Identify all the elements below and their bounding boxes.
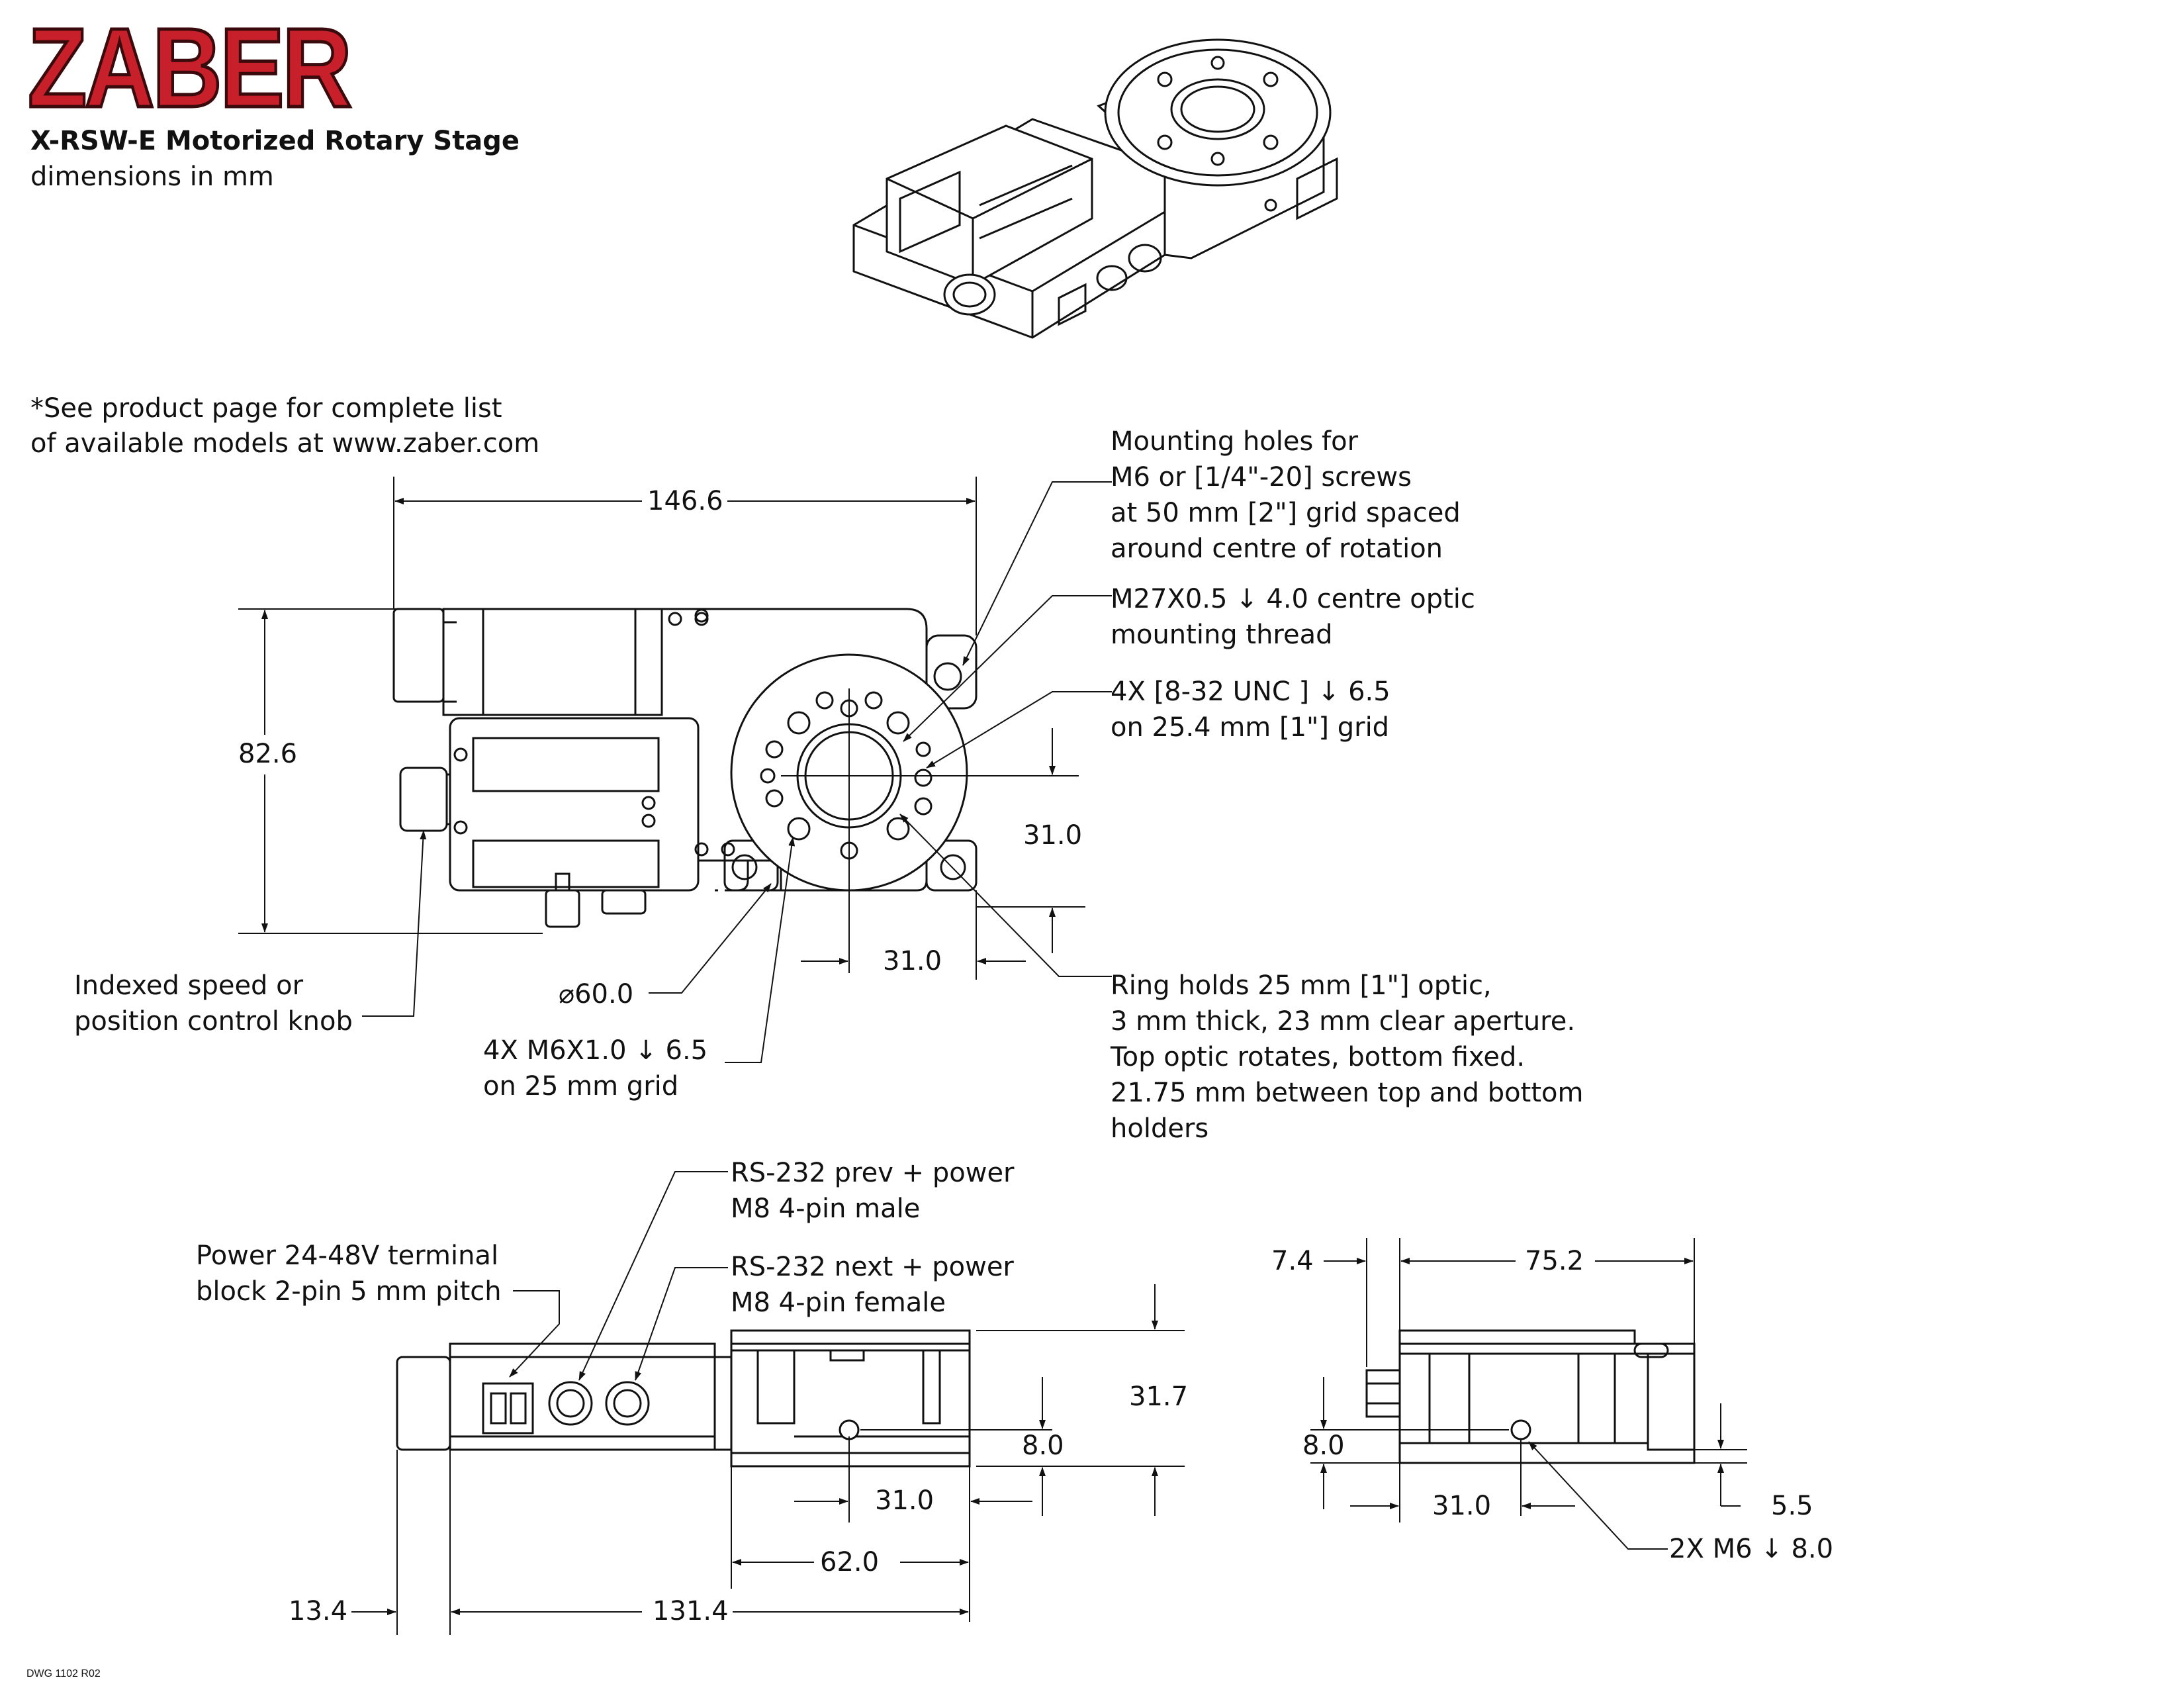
models-note-line2: of available models at www.zaber.com [30,428,540,459]
dim-front-knob: 13.4 [285,1597,352,1626]
dim-side-bottom: 5.5 [1767,1491,1817,1521]
dim-side-offset: 7.4 [1267,1246,1318,1276]
drawing-number: DWG 1102 R02 [26,1668,101,1679]
dim-front-body: 131.4 [649,1597,733,1626]
dim-width-146: 146.6 [643,487,727,516]
models-note-line1: *See product page for complete list [30,393,502,424]
dim-side-width: 75.2 [1521,1246,1588,1276]
dim-side-hole-height: 8.0 [1298,1431,1349,1460]
dim-diameter-value: 60.0 [574,979,634,1009]
dim-front-height: 31.7 [1125,1382,1193,1411]
dim-height-82: 82.6 [234,739,302,769]
front-view [351,1171,1185,1635]
isometric-view [852,38,1338,339]
dim-front-stage-width: 62.0 [816,1548,884,1577]
zaber-logo: ZABER [26,5,353,131]
callout-side-m6-hole: 2X M6 ↓ 8.0 [1669,1534,1834,1564]
units-note: dimensions in mm [30,162,274,192]
dim-front-hole-x: 31.0 [871,1486,938,1515]
dim-front-hole-height: 8.0 [1018,1431,1068,1460]
side-view [1310,1238,1747,1550]
page-title: X-RSW-E Motorized Rotary Stage [30,126,520,156]
dim-diameter: ⌀60.0 [555,979,638,1009]
top-view [238,477,1112,1063]
dim-center-x-31: 31.0 [879,947,946,976]
callout-optic-ring: Ring holds 25 mm [1"] optic,3 mm thick, … [1111,970,1584,1144]
dim-side-hole-x: 31.0 [1428,1491,1496,1521]
dim-center-y-31: 31.0 [1019,821,1087,850]
